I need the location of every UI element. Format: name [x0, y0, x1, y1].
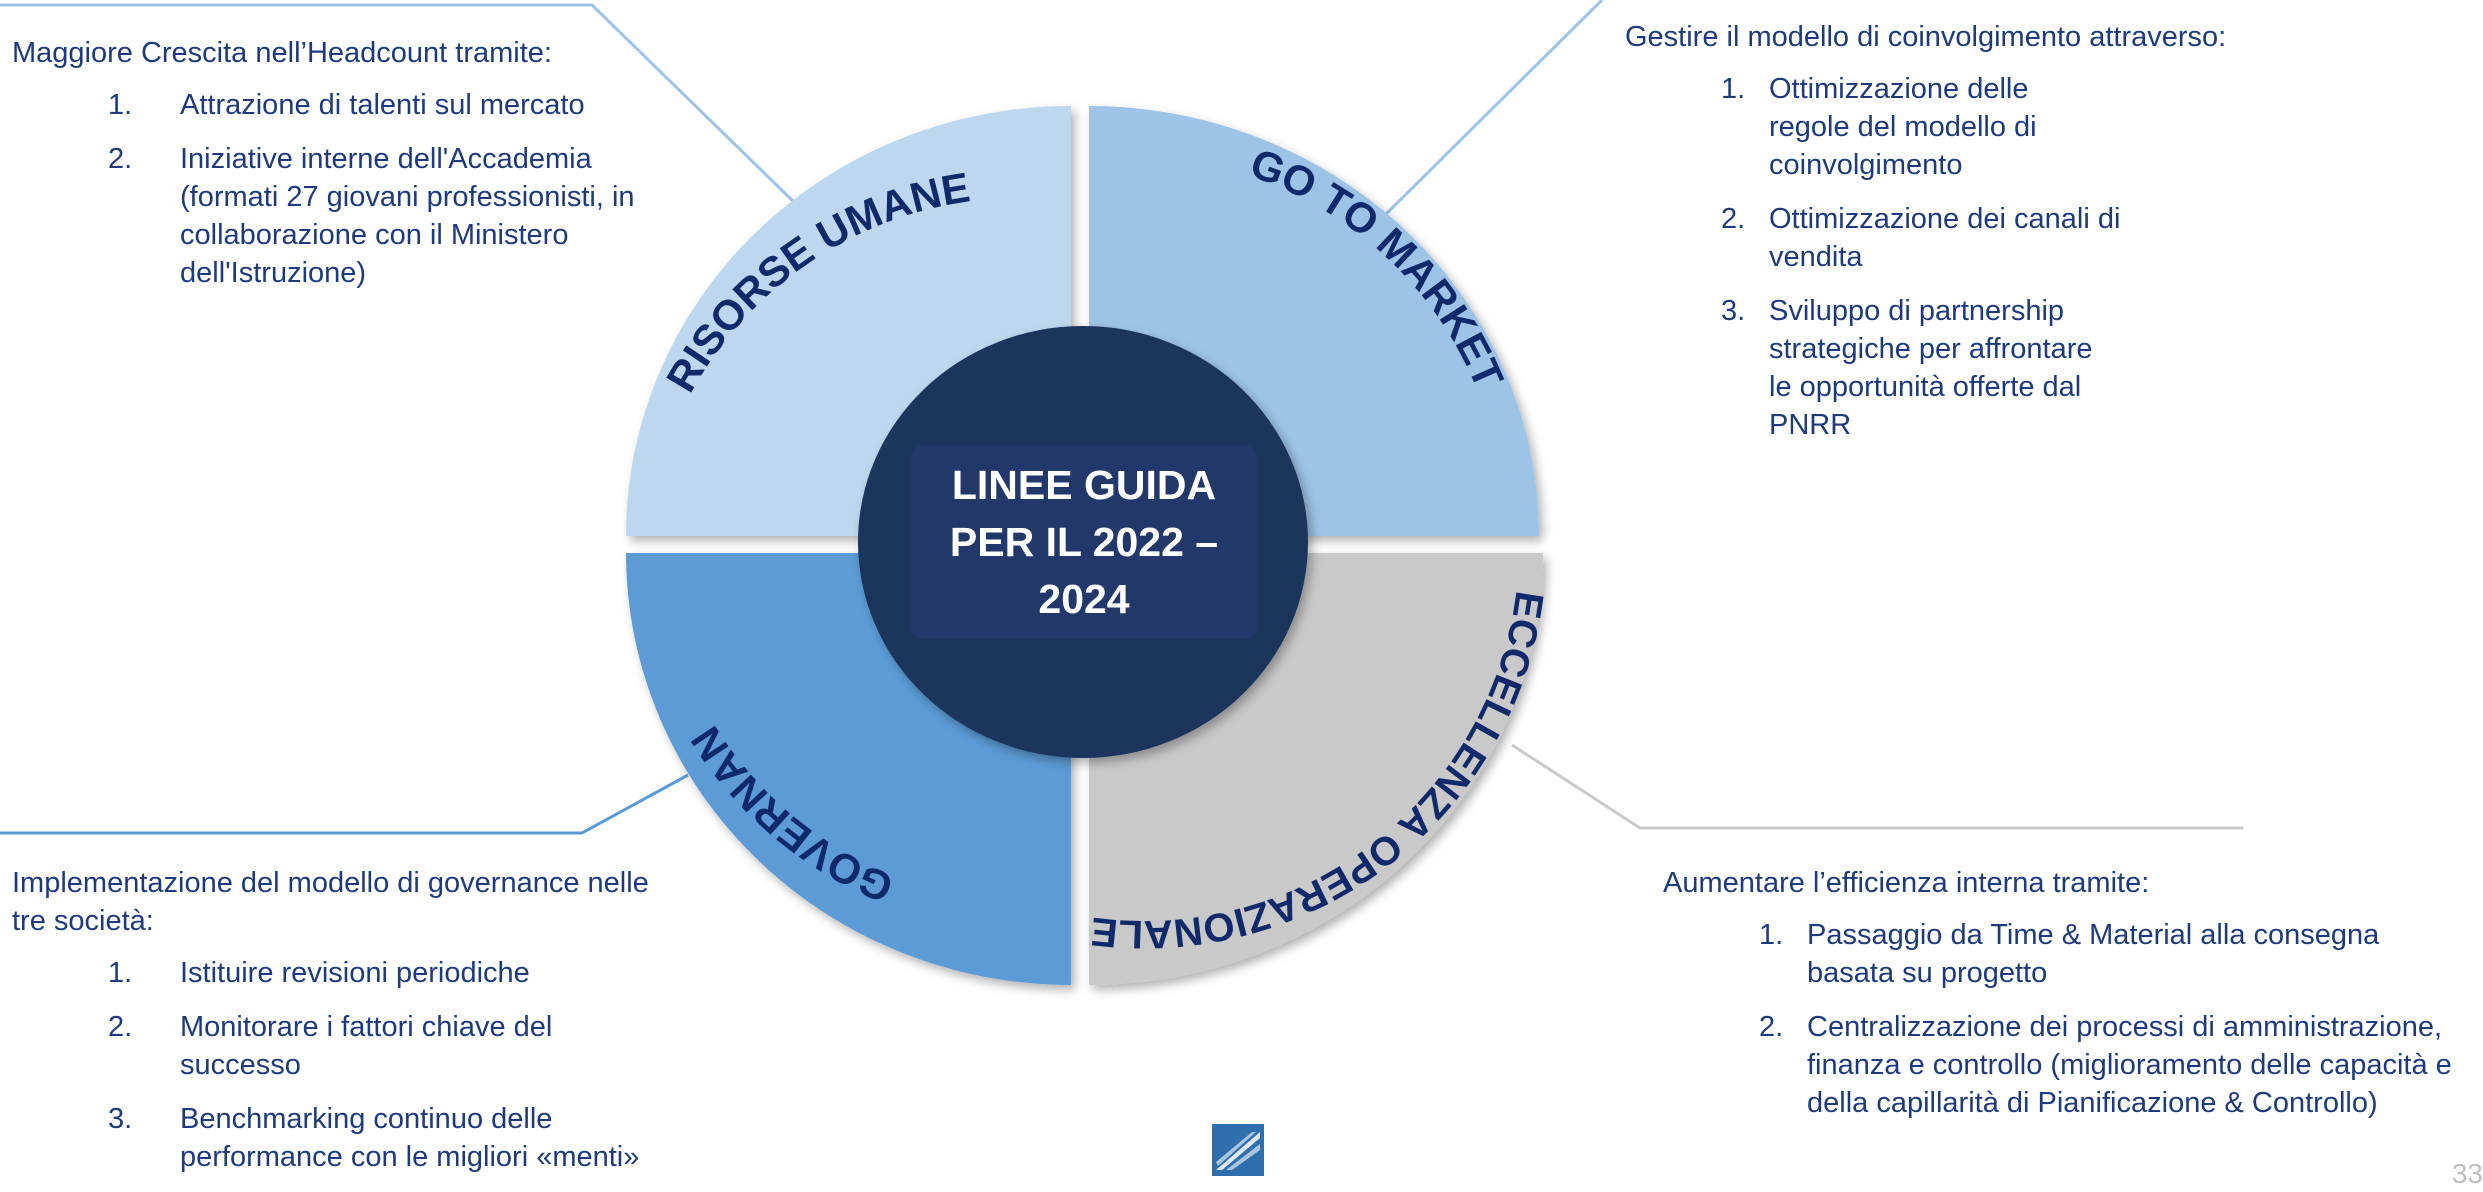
list-number: 1.	[108, 957, 133, 989]
list-number: 1.	[1759, 919, 1784, 951]
list-item: 1. Istituire revisioni periodiche	[12, 954, 612, 992]
numbered-list: 1. Ottimizzazione delle regole del modell…	[1625, 70, 2215, 444]
list-number: 2.	[108, 1011, 133, 1043]
block-heading: Implementazione del modello di governanc…	[12, 867, 649, 937]
connector-top-right	[1383, 0, 1604, 217]
list-item: 1. Attrazione di talenti sul mercato	[12, 86, 652, 124]
list-text: Attrazione di talenti sul mercato	[180, 89, 585, 121]
list-item: 2. Monitorare i fattori chiave del succes…	[12, 1008, 580, 1084]
list-text: Istituire revisioni periodiche	[180, 957, 530, 989]
list-text: Sviluppo di partnership strategiche per …	[1769, 295, 2093, 441]
numbered-list: 1. Passaggio da Time & Material alla cons…	[1663, 916, 2463, 1122]
list-item: 1. Passaggio da Time & Material alla cons…	[1663, 916, 2467, 992]
text-block-governance: Implementazione del modello di governanc…	[12, 864, 672, 1192]
list-text: Passaggio da Time & Material alla conseg…	[1807, 919, 2380, 989]
center-title-line-3: 2024	[1038, 575, 1130, 622]
list-item: 2. Ottimizzazione dei canali di vendita	[1625, 200, 2215, 276]
center-title: LINEE GUIDA PER IL 2022 – 2024	[910, 445, 1258, 639]
list-item: 2. Centralizzazione dei processi di ammin…	[1663, 1008, 2483, 1122]
text-block-eccellenza-operazionale: Aumentare l’efficienza interna tramite: …	[1663, 864, 2473, 1138]
list-number: 2.	[1759, 1011, 1784, 1043]
list-item: 1. Ottimizzazione delle regole del modell…	[1625, 70, 2089, 184]
list-text: Iniziative interne dell'Accademia (forma…	[180, 143, 635, 289]
company-logo-icon	[1212, 1124, 1264, 1176]
connector-bottom-left	[0, 773, 689, 835]
center-title-line-2: PER IL 2022 –	[949, 518, 1219, 565]
list-item: 3. Benchmarking continuo delle performanc…	[12, 1100, 660, 1176]
list-text: Monitorare i fattori chiave del successo	[180, 1011, 553, 1081]
text-block-risorse-umane: Maggiore Crescita nell’Headcount tramite…	[12, 34, 652, 308]
list-number: 3.	[108, 1103, 133, 1135]
center-title-line-1: LINEE GUIDA	[951, 461, 1217, 508]
list-number: 2.	[1721, 203, 1746, 235]
list-text: Benchmarking continuo delle performance …	[180, 1103, 640, 1173]
text-block-go-to-market: Gestire il modello di coinvolgimento att…	[1625, 18, 2385, 460]
list-number: 3.	[1721, 295, 1746, 327]
block-heading: Aumentare l’efficienza interna tramite:	[1663, 867, 2150, 899]
connector-bottom-right	[1511, 743, 2243, 830]
block-heading: Gestire il modello di coinvolgimento att…	[1625, 21, 2227, 53]
block-heading: Maggiore Crescita nell’Headcount tramite…	[12, 37, 552, 69]
list-text: Centralizzazione dei processi di amminis…	[1807, 1011, 2452, 1119]
list-item: 3. Sviluppo di partnership strategiche pe…	[1625, 292, 2119, 444]
numbered-list: 1. Attrazione di talenti sul mercato 2. In…	[12, 86, 652, 292]
list-text: Ottimizzazione delle regole del modello …	[1769, 73, 2037, 181]
list-number: 2.	[108, 143, 133, 175]
list-text: Ottimizzazione dei canali di vendita	[1769, 203, 2121, 273]
numbered-list: 1. Istituire revisioni periodiche 2. Monit…	[12, 954, 639, 1176]
page-number: 33	[2451, 1158, 2483, 1189]
list-number: 1.	[1721, 73, 1746, 105]
list-number: 1.	[108, 89, 133, 121]
list-item: 2. Iniziative interne dell'Accademia (for…	[12, 140, 640, 292]
connector-top-left	[0, 3, 799, 207]
